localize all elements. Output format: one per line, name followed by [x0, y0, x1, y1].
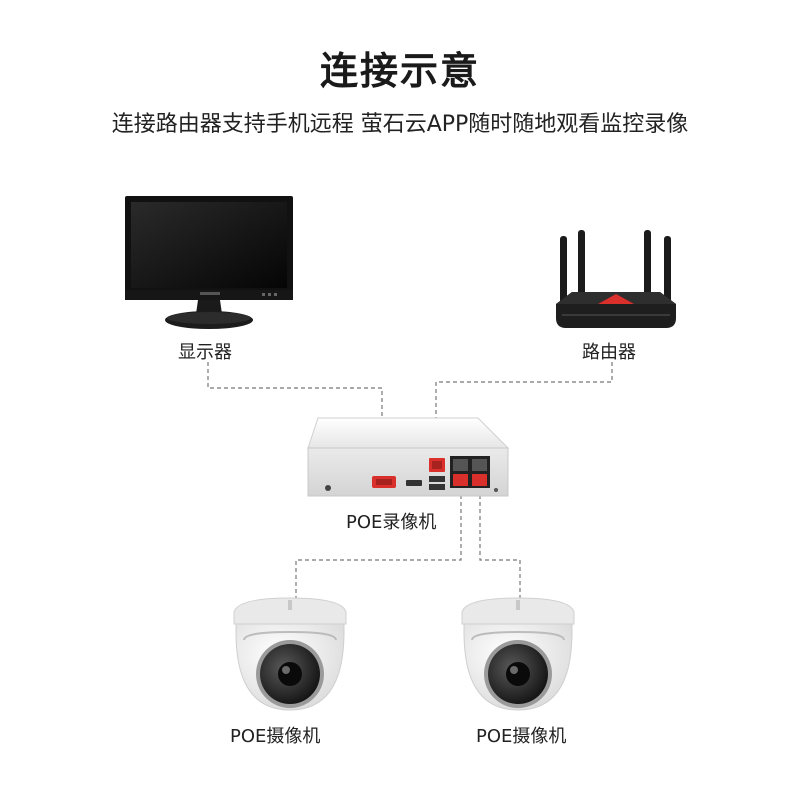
monitor-icon — [125, 196, 293, 329]
dome-camera-icon — [461, 597, 575, 711]
nvr-to-camera-right-line — [479, 488, 521, 600]
router-label: 路由器 — [582, 342, 636, 363]
dome-camera-icon — [233, 597, 347, 711]
hdmi-port — [406, 480, 422, 486]
camera-left-label: POE摄像机 — [230, 726, 321, 747]
nvr-icon — [307, 417, 510, 497]
router-to-nvr-line — [435, 362, 613, 462]
page-subtitle: 连接路由器支持手机远程 萤石云APP随时随地观看监控录像 — [111, 112, 689, 137]
router-icon — [556, 230, 676, 328]
nvr-label: POE录像机 — [346, 512, 437, 533]
monitor-label: 显示器 — [178, 342, 232, 363]
camera-right-label: POE摄像机 — [476, 726, 567, 747]
page-title: 连接示意 — [319, 49, 480, 93]
nvr-to-camera-left-line — [295, 488, 462, 600]
